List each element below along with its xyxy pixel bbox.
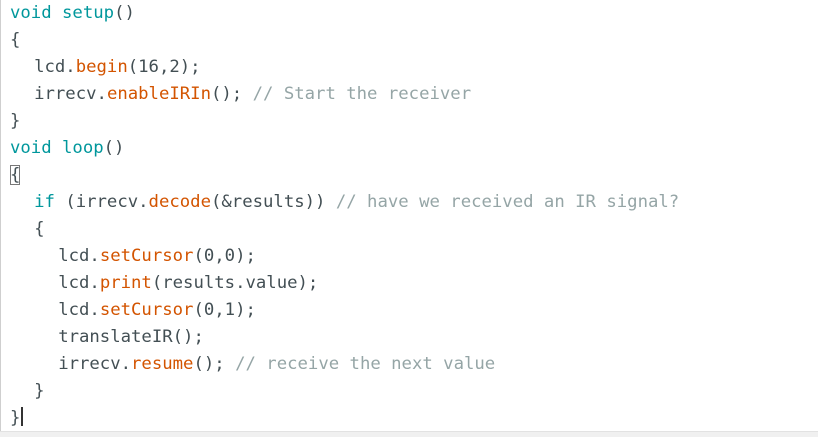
- code-line-10: lcd.setCursor(0,0);: [10, 243, 679, 270]
- arguments: ();: [193, 354, 225, 374]
- code-text-area[interactable]: void setup() { lcd.begin(16,2); irrecv.e…: [10, 0, 679, 431]
- matched-open-brace: {: [10, 165, 21, 185]
- method-set-cursor: setCursor: [99, 246, 194, 266]
- close-brace: }: [10, 408, 21, 428]
- object-lcd: lcd.: [58, 300, 100, 320]
- method-enable-ir-in: enableIRIn: [106, 84, 211, 104]
- method-decode: decode: [148, 192, 211, 212]
- object-lcd: lcd.: [34, 57, 76, 77]
- code-line-4: irrecv.enableIRIn(); // Start the receiv…: [10, 81, 679, 108]
- method-resume: resume: [131, 354, 194, 374]
- code-line-11: lcd.print(results.value);: [10, 270, 679, 297]
- comment: // receive the next value: [235, 354, 496, 374]
- method-begin: begin: [75, 57, 128, 77]
- code-line-7: {: [10, 162, 679, 189]
- code-line-3: lcd.begin(16,2);: [10, 54, 679, 81]
- arguments: ();: [210, 84, 243, 104]
- object-lcd: lcd.: [58, 246, 100, 266]
- method-print: print: [99, 273, 152, 293]
- condition-prefix: (irrecv.: [65, 192, 149, 212]
- close-brace: }: [34, 381, 45, 401]
- parentheses: (): [103, 138, 125, 158]
- code-line-1: void setup(): [10, 0, 679, 27]
- horizontal-scrollbar[interactable]: [0, 431, 818, 437]
- arguments: (&results)): [210, 192, 326, 212]
- keyword-void: void: [10, 3, 52, 23]
- arguments: (results.value);: [151, 273, 319, 293]
- object-irrecv: irrecv.: [58, 354, 132, 374]
- function-name-setup: setup: [62, 3, 115, 23]
- arguments: (0,1);: [193, 300, 256, 320]
- code-line-15: }: [10, 378, 679, 405]
- object-irrecv: irrecv.: [34, 84, 107, 104]
- comment: // Start the receiver: [252, 84, 472, 104]
- arguments: (0,0);: [193, 246, 256, 266]
- arguments: (16,2);: [127, 57, 201, 77]
- open-brace: {: [10, 30, 21, 50]
- keyword-if: if: [34, 192, 55, 212]
- method-set-cursor: setCursor: [99, 300, 194, 320]
- object-lcd: lcd.: [58, 273, 100, 293]
- code-line-12: lcd.setCursor(0,1);: [10, 297, 679, 324]
- keyword-void: void: [10, 138, 52, 158]
- close-brace: }: [10, 111, 21, 131]
- parentheses: (): [114, 3, 135, 23]
- code-line-13: translateIR();: [10, 324, 679, 351]
- function-call-translate-ir: translateIR();: [58, 327, 204, 347]
- comment: // have we received an IR signal?: [335, 192, 680, 212]
- open-brace: {: [34, 219, 45, 239]
- code-line-2: {: [10, 27, 679, 54]
- code-line-16: }: [10, 405, 679, 431]
- code-line-6: void loop(): [10, 135, 679, 162]
- code-line-14: irrecv.resume(); // receive the next val…: [10, 351, 679, 378]
- code-line-9: {: [10, 216, 679, 243]
- code-line-5: }: [10, 108, 679, 135]
- code-line-8: if (irrecv.decode(&results)) // have we …: [10, 189, 679, 216]
- function-name-loop: loop: [62, 138, 104, 158]
- text-caret: [21, 407, 24, 426]
